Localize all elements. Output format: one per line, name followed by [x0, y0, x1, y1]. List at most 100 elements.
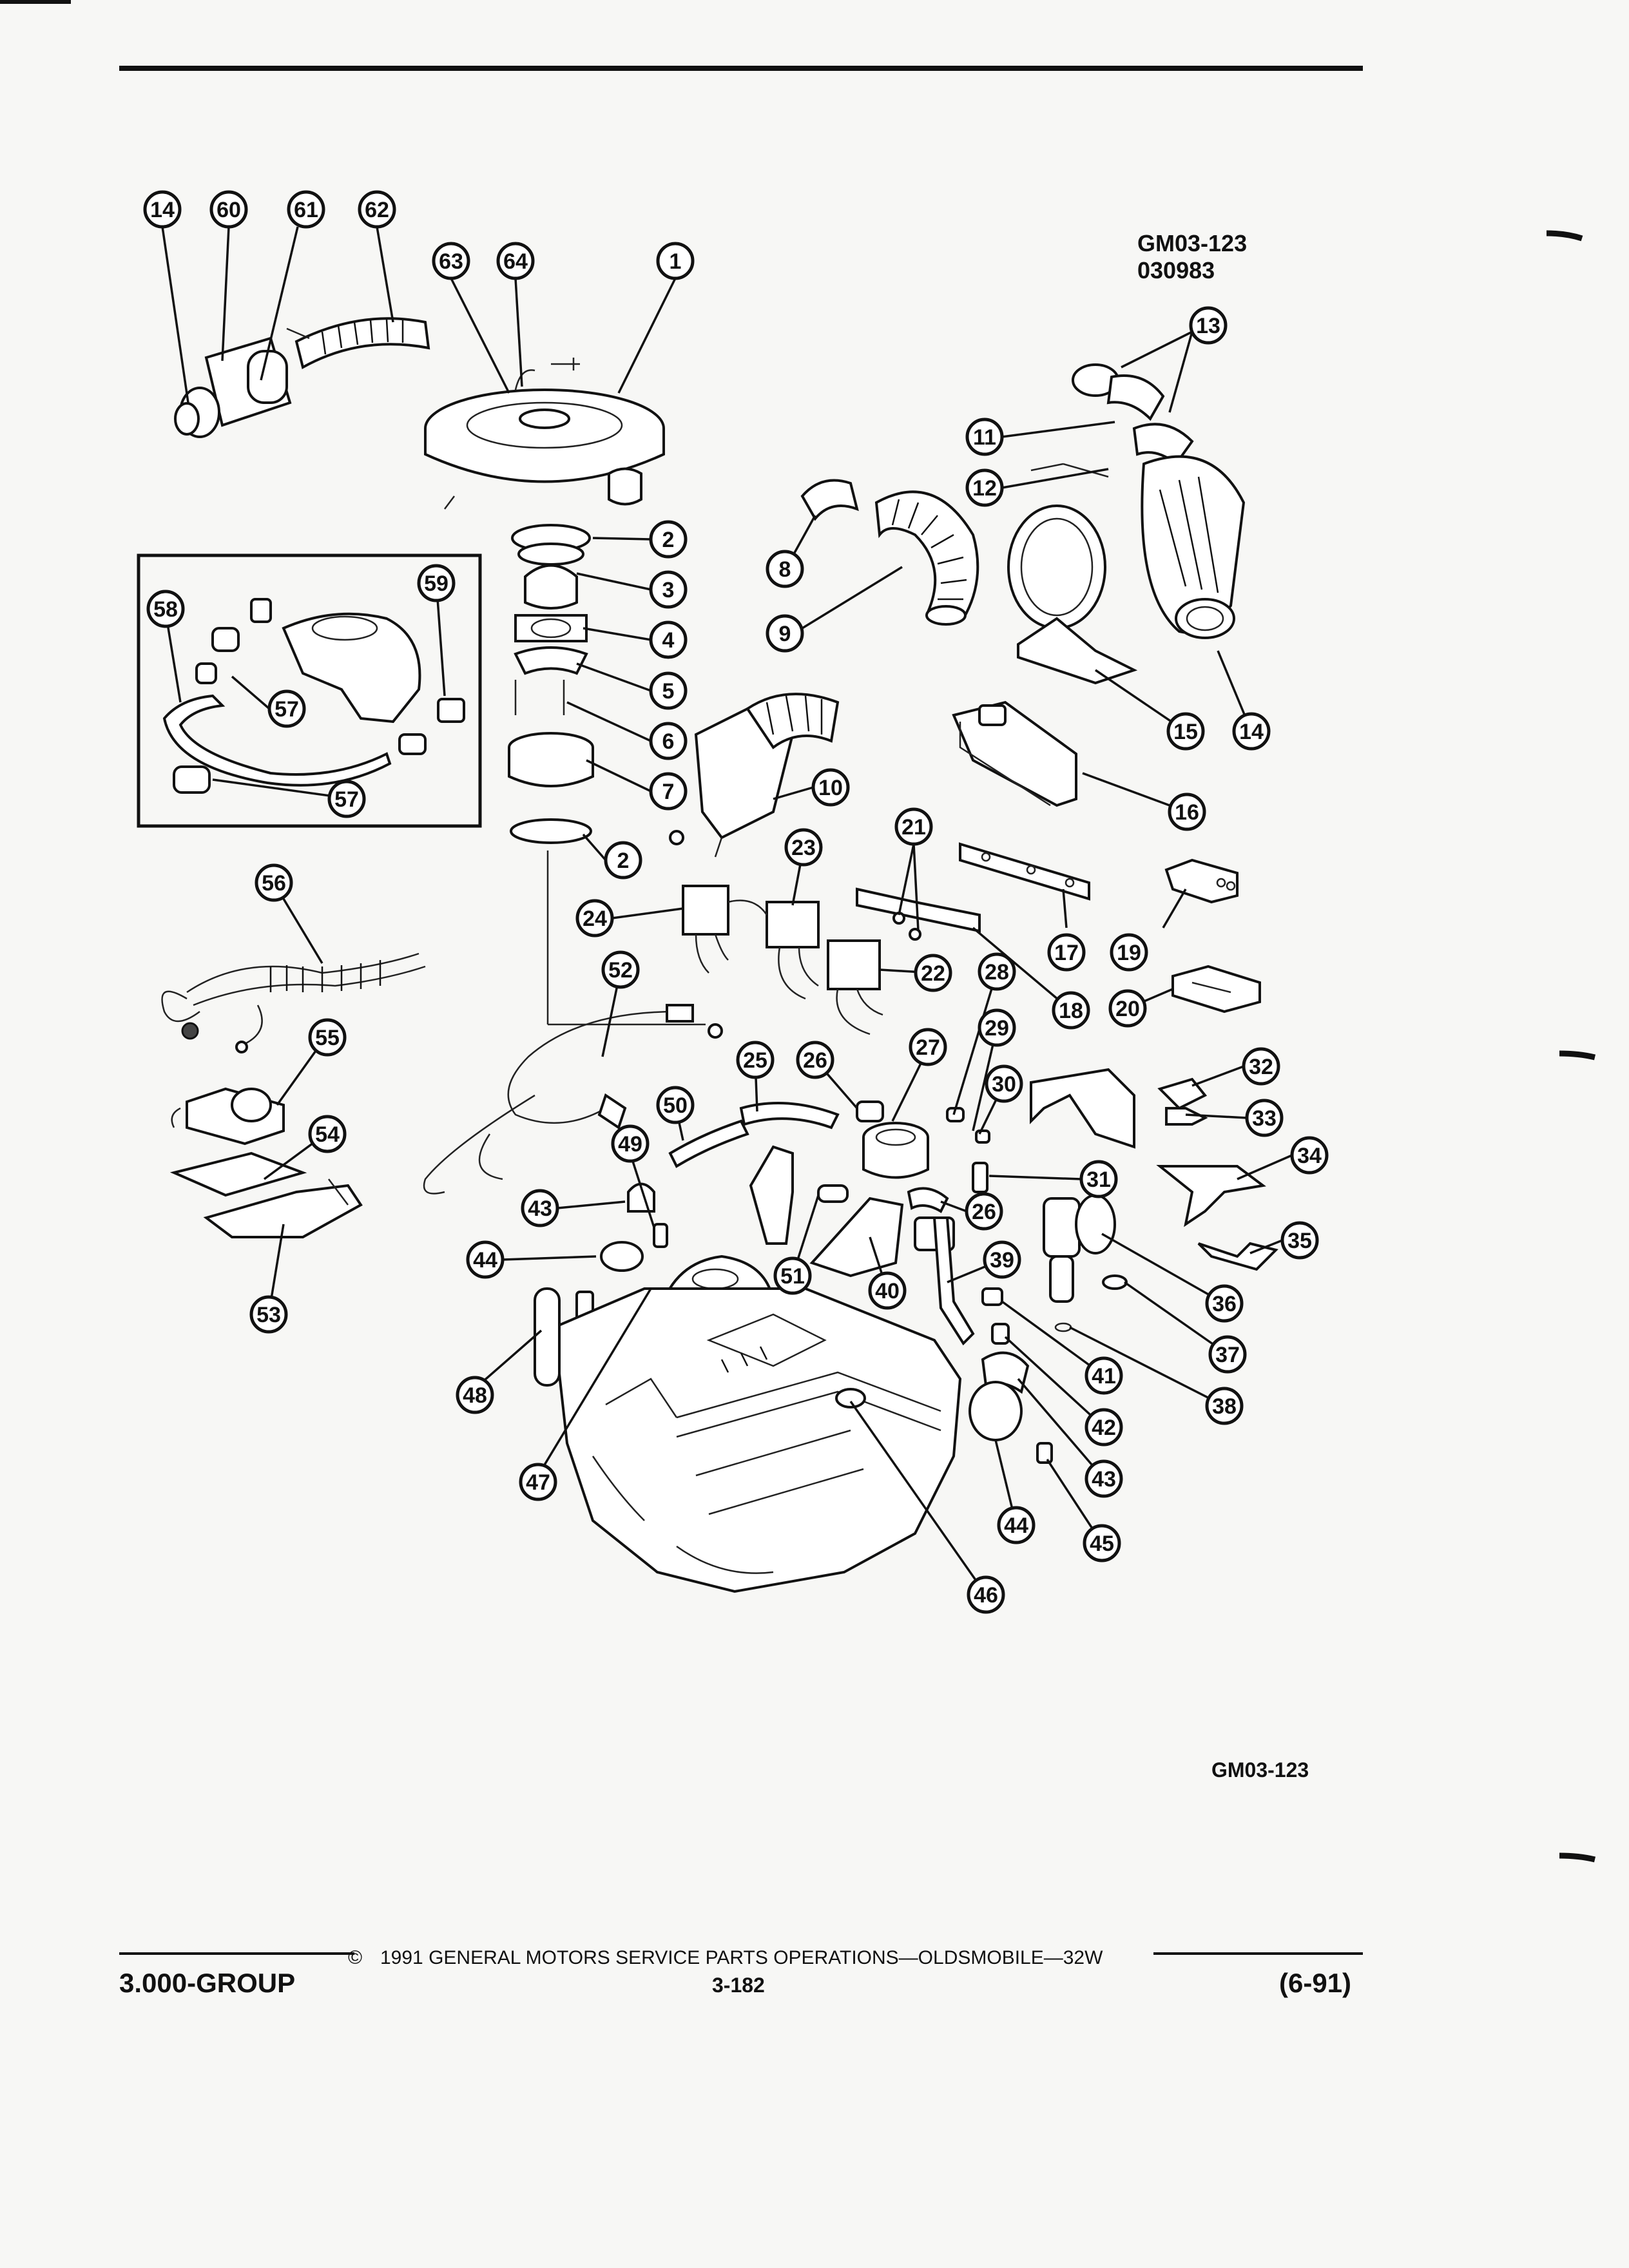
cover-16-part: [952, 700, 1077, 807]
svg-text:56: 56: [262, 871, 286, 896]
svg-text:2: 2: [617, 849, 630, 873]
hose-25-part: [668, 1102, 840, 1168]
bracket-51-part: [749, 1145, 794, 1245]
copyright-line: 1991 GENERAL MOTORS SERVICE PARTS OPERAT…: [380, 1947, 1103, 1968]
svg-text:48: 48: [463, 1383, 487, 1408]
svg-text:39: 39: [990, 1248, 1014, 1273]
svg-text:14: 14: [150, 198, 175, 222]
diagram-date-label: 030983: [1137, 257, 1215, 284]
callout-7: 7: [649, 772, 688, 811]
callout-36: 36: [1205, 1284, 1244, 1323]
callout-14: 14: [1232, 712, 1271, 751]
svg-text:59: 59: [424, 572, 448, 596]
engine-block-part: [534, 1254, 962, 1593]
svg-text:29: 29: [985, 1016, 1009, 1041]
callout-4: 4: [649, 620, 688, 659]
svg-text:21: 21: [901, 815, 926, 840]
callout-30: 30: [985, 1064, 1023, 1103]
callout-44: 44: [466, 1240, 505, 1279]
svg-text:44: 44: [1004, 1514, 1028, 1538]
inset-detail: [137, 553, 482, 828]
callout-45: 45: [1083, 1524, 1121, 1562]
svg-text:24: 24: [583, 907, 607, 931]
svg-text:22: 22: [921, 961, 945, 986]
air-duct-part: [800, 479, 979, 626]
valve-55-part: [171, 1087, 285, 1146]
callout-11: 11: [965, 418, 1004, 456]
svg-text:31: 31: [1086, 1168, 1111, 1192]
callout-3: 3: [649, 570, 688, 609]
svg-text:60: 60: [217, 198, 241, 222]
svg-text:64: 64: [503, 249, 528, 274]
revision-label: (6-91): [1279, 1968, 1351, 1998]
svg-text:18: 18: [1059, 999, 1083, 1023]
bracket-34-part: [1156, 1165, 1266, 1227]
svg-text:5: 5: [662, 679, 675, 704]
callout-29: 29: [978, 1008, 1016, 1047]
callout-55: 55: [308, 1018, 347, 1057]
svg-text:11: 11: [973, 425, 996, 450]
svg-text:42: 42: [1092, 1416, 1116, 1440]
sensors-left-part: [575, 1182, 668, 1322]
svg-text:10: 10: [818, 776, 843, 800]
callout-22: 22: [914, 954, 952, 992]
canister-27-part: [817, 1100, 990, 1251]
svg-text:3: 3: [662, 578, 675, 602]
harness-56-part: [161, 952, 426, 1053]
callouts: 14 60 61 62 63 64 1 13 11 12 2 3 4 5 6 7…: [143, 190, 1329, 1614]
air-cleaner-part: [424, 358, 665, 510]
callout-38: 38: [1205, 1387, 1244, 1425]
svg-text:26: 26: [803, 1048, 827, 1073]
callout-62: 62: [358, 190, 396, 229]
callout-12: 12: [965, 468, 1004, 507]
svg-text:2: 2: [662, 528, 675, 552]
callout-46: 46: [967, 1575, 1005, 1614]
svg-text:55: 55: [315, 1026, 340, 1050]
callout-23: 23: [784, 828, 823, 867]
svg-text:34: 34: [1297, 1144, 1322, 1168]
svg-text:20: 20: [1115, 997, 1140, 1021]
edge-marks: [1546, 230, 1596, 1863]
svg-text:27: 27: [916, 1035, 940, 1060]
callout-40: 40: [868, 1271, 907, 1310]
callout-10: 10: [811, 768, 850, 807]
svg-text:32: 32: [1249, 1055, 1273, 1079]
svg-text:26: 26: [972, 1200, 996, 1224]
svg-text:54: 54: [315, 1122, 340, 1147]
callout-15: 15: [1166, 712, 1205, 751]
callout-37: 37: [1208, 1335, 1247, 1374]
svg-text:45: 45: [1090, 1532, 1114, 1556]
svg-text:37: 37: [1215, 1343, 1240, 1367]
sensors-41-45-part: [969, 1287, 1053, 1464]
callout-54: 54: [308, 1115, 347, 1153]
callout-41: 41: [1084, 1356, 1123, 1395]
svg-text:17: 17: [1054, 941, 1079, 965]
svg-text:4: 4: [662, 628, 675, 653]
callout-42: 42: [1084, 1408, 1123, 1446]
callout-34: 34: [1290, 1136, 1329, 1175]
svg-text:16: 16: [1175, 800, 1199, 825]
remote-air-cleaner-part: [1030, 363, 1246, 639]
svg-text:7: 7: [662, 780, 675, 804]
callout-63: 63: [432, 242, 470, 280]
svg-text:49: 49: [618, 1132, 642, 1157]
callout-43: 43: [521, 1189, 559, 1227]
svg-text:61: 61: [294, 198, 318, 222]
callout-26: 26: [965, 1192, 1003, 1231]
callout-19: 19: [1110, 933, 1148, 972]
svg-text:36: 36: [1212, 1292, 1237, 1316]
callout-18: 18: [1052, 991, 1090, 1030]
svg-text:14: 14: [1239, 720, 1264, 744]
svg-text:58: 58: [153, 597, 178, 622]
svg-text:28: 28: [985, 960, 1009, 985]
hose-39-part: [932, 1216, 975, 1346]
svg-text:23: 23: [791, 836, 816, 860]
svg-text:50: 50: [663, 1093, 688, 1118]
callout-21: 21: [894, 807, 933, 846]
svg-text:57: 57: [275, 697, 299, 722]
callout-16: 16: [1168, 793, 1206, 831]
callout-28: 28: [978, 952, 1016, 991]
svg-text:9: 9: [779, 622, 791, 646]
callout-14: 14: [143, 190, 182, 229]
